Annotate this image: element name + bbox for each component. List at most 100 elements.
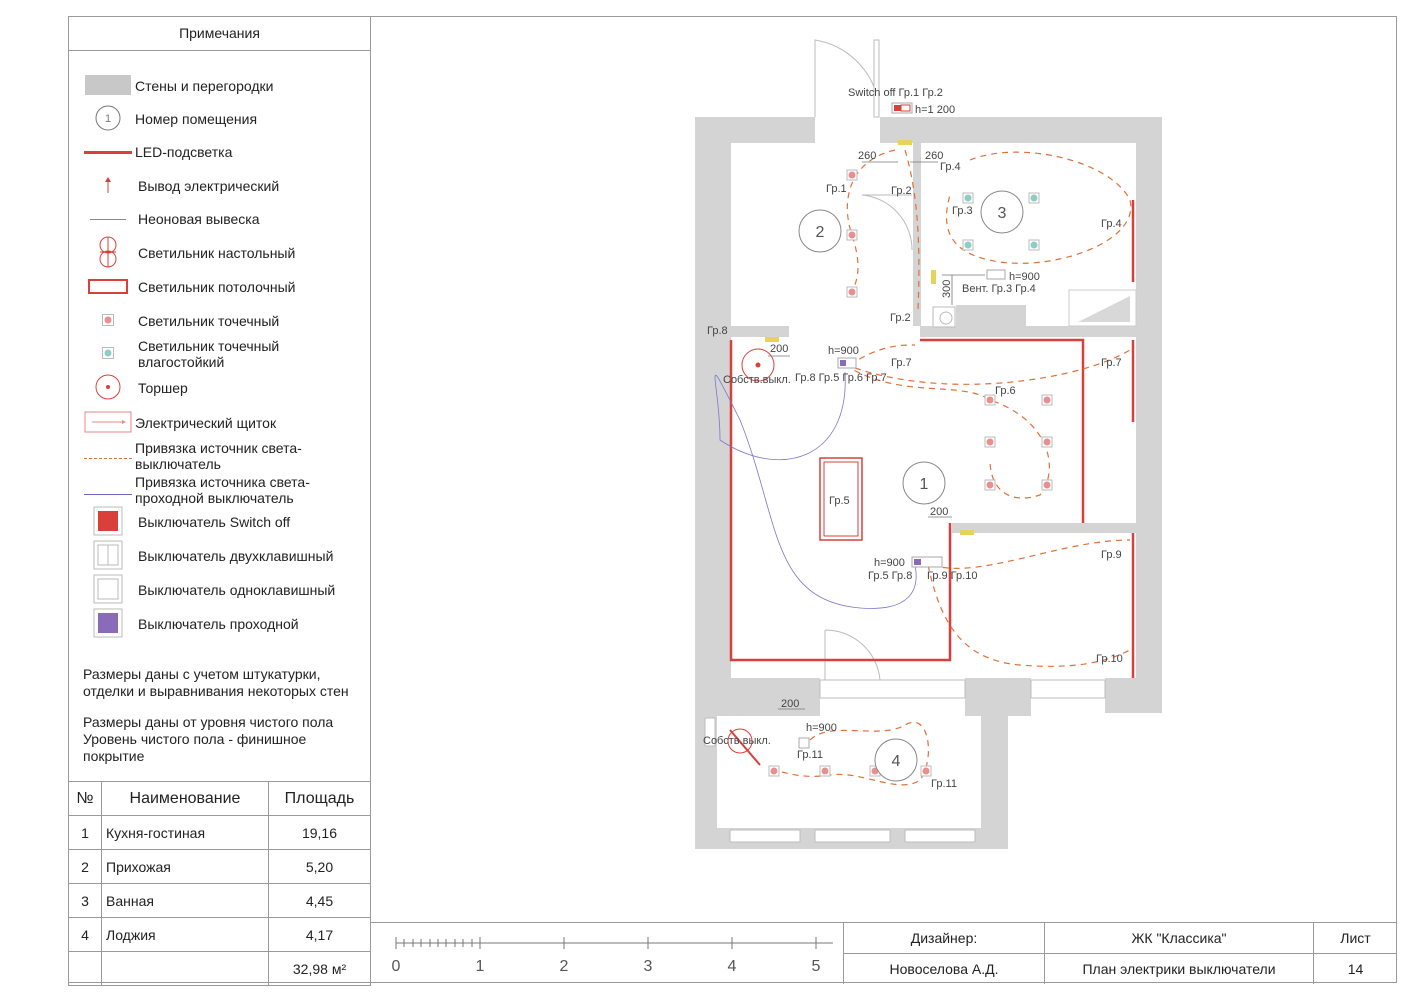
legend-label-line: Привязка источника света- [135,474,310,490]
table-total-row: 32,98 м² [68,951,371,986]
door-bath [861,194,913,251]
legend-walls: Стены и перегородки [68,70,371,100]
plan-label: Switch off Гр.1 Гр.2 [848,87,943,99]
legend-switch-link: Привязка источник света- выключатель [68,440,371,472]
legend-label: Выключатель одноклавишный [138,582,336,598]
plan-label: Гр.4 [1101,218,1122,230]
passthrough-switch-icon [837,357,857,369]
wall-swatch-icon [84,70,132,100]
plan-label: Гр.5 Гр.8 [868,570,912,582]
notes-title: Примечания [68,16,371,51]
legend-passthrough-link: Привязка источника света- проходной выкл… [68,474,371,506]
waterproof-spot-icon [84,338,132,368]
cell-name: Лоджия [101,917,269,952]
plan-label: h=900 [1009,271,1040,283]
cell-num: 4 [68,917,102,952]
led-strip-icon [84,137,132,167]
electrical-panel-icon [960,530,974,535]
wall-shaft [956,305,1026,326]
note-floor-level: Размеры даны от уровня чистого пола Уров… [83,714,373,765]
plan-label: Гр.8 Гр.5 Гр.6 Гр.7 [795,372,887,384]
plan-label: Гр.7 [1101,357,1122,369]
header-num: № [68,781,102,816]
ceiling-light-inner [823,461,859,537]
door-leaf [873,39,880,118]
legend-outlet: Вывод электрический [68,170,371,200]
plan-label: h=900 [874,557,905,569]
note-line: Размеры даны с учетом штукатурки, [83,666,321,682]
cell-num: 3 [68,883,102,918]
plan-label: Гр.1 [826,183,847,195]
rooms-table: № Наименование Площадь 1 Кухня-гостиная … [68,781,371,986]
cell-area: 5,20 [268,849,371,884]
cell-name: Кухня-гостиная [101,815,269,850]
plan-label: Собств.выкл. [723,374,791,386]
spot-light-icon [84,305,132,335]
passthrough-switch-key [840,360,846,366]
plan-label: Гр.4 [940,161,961,173]
wall-east [1136,117,1162,713]
room-number-icon [798,209,842,253]
door-loggia [824,629,881,681]
wall-north-b [880,117,1162,143]
window [819,679,966,699]
switch-links [769,149,1132,786]
legend-label: Электрический щиток [135,415,277,431]
wall-south-b [965,678,1031,716]
plan-label: 260 [858,150,876,162]
legend-floor-lamp: Торшер [68,372,371,402]
note-line: покрытие [83,748,145,764]
plan-label: Гр.6 [995,385,1016,397]
room-markers: 2 3 1 4 [798,190,1024,782]
doors [814,39,913,681]
passthrough-switch-key [914,559,921,565]
room-number-2: 2 [816,224,825,241]
legend-label-line: выключатель [135,456,221,472]
wall-south-c [1105,678,1162,713]
switch-link [854,349,1131,385]
single-switch-icon [84,574,132,604]
led-strip [920,338,1085,523]
legend-table-lamp: Светильник настольный [68,236,371,268]
wall-partition-a [731,326,789,337]
cell-num [68,951,102,986]
cell-name: Прихожая [101,849,269,884]
plan-annotations: Switch off Гр.1 Гр.2 h=1 200 260 260 Гр.… [703,87,1123,790]
window [704,717,716,747]
legend-waterproof-spot: Светильник точечный влагостойкий [68,338,371,370]
project-name: ЖК "Классика" [1044,923,1313,954]
wall-west [695,117,731,678]
wall-bath [913,143,921,326]
double-switch-icon [84,540,132,570]
drawing-frame [68,16,1397,983]
room-number-icon [980,190,1024,234]
table-row: 3 Ванная 4,45 [68,883,371,918]
plan-label: Гр.11 [797,749,823,761]
designer-name: Новоселова А.Д. [843,954,1044,984]
electrical-panel-icon [931,270,936,284]
switch-link [846,149,896,293]
legend-room-number: 1 Номер помещения [68,103,371,133]
plan-label: Гр.9 Гр.10 [927,570,977,582]
wall-partition-c [952,523,1136,533]
switch-off-icon [84,506,132,536]
toilet [932,306,956,328]
legend-label: Светильник точечный влагостойкий [138,338,279,370]
scale-label: 3 [644,958,653,975]
switch-off-key [900,104,911,112]
electrical-panel-icon [84,407,132,437]
legend-label: Привязка источника света- проходной выкл… [135,474,310,506]
legend-panel-box: Электрический щиток [68,407,371,437]
plan-label: 200 [781,698,799,710]
room-number-icon [874,738,918,782]
floor-lamp-center [755,362,761,368]
table-row: 4 Лоджия 4,17 [68,917,371,952]
sheet-number: 14 [1313,954,1397,984]
cell-area: 4,17 [268,917,371,952]
switches [765,102,1006,749]
total-area: 32,98 м² [268,951,371,986]
ceiling-light-icon [84,271,132,301]
legend-label: Стены и перегородки [135,78,274,94]
plan-label: Гр.11 [931,778,957,790]
plan-label: Гр.2 [890,312,911,324]
